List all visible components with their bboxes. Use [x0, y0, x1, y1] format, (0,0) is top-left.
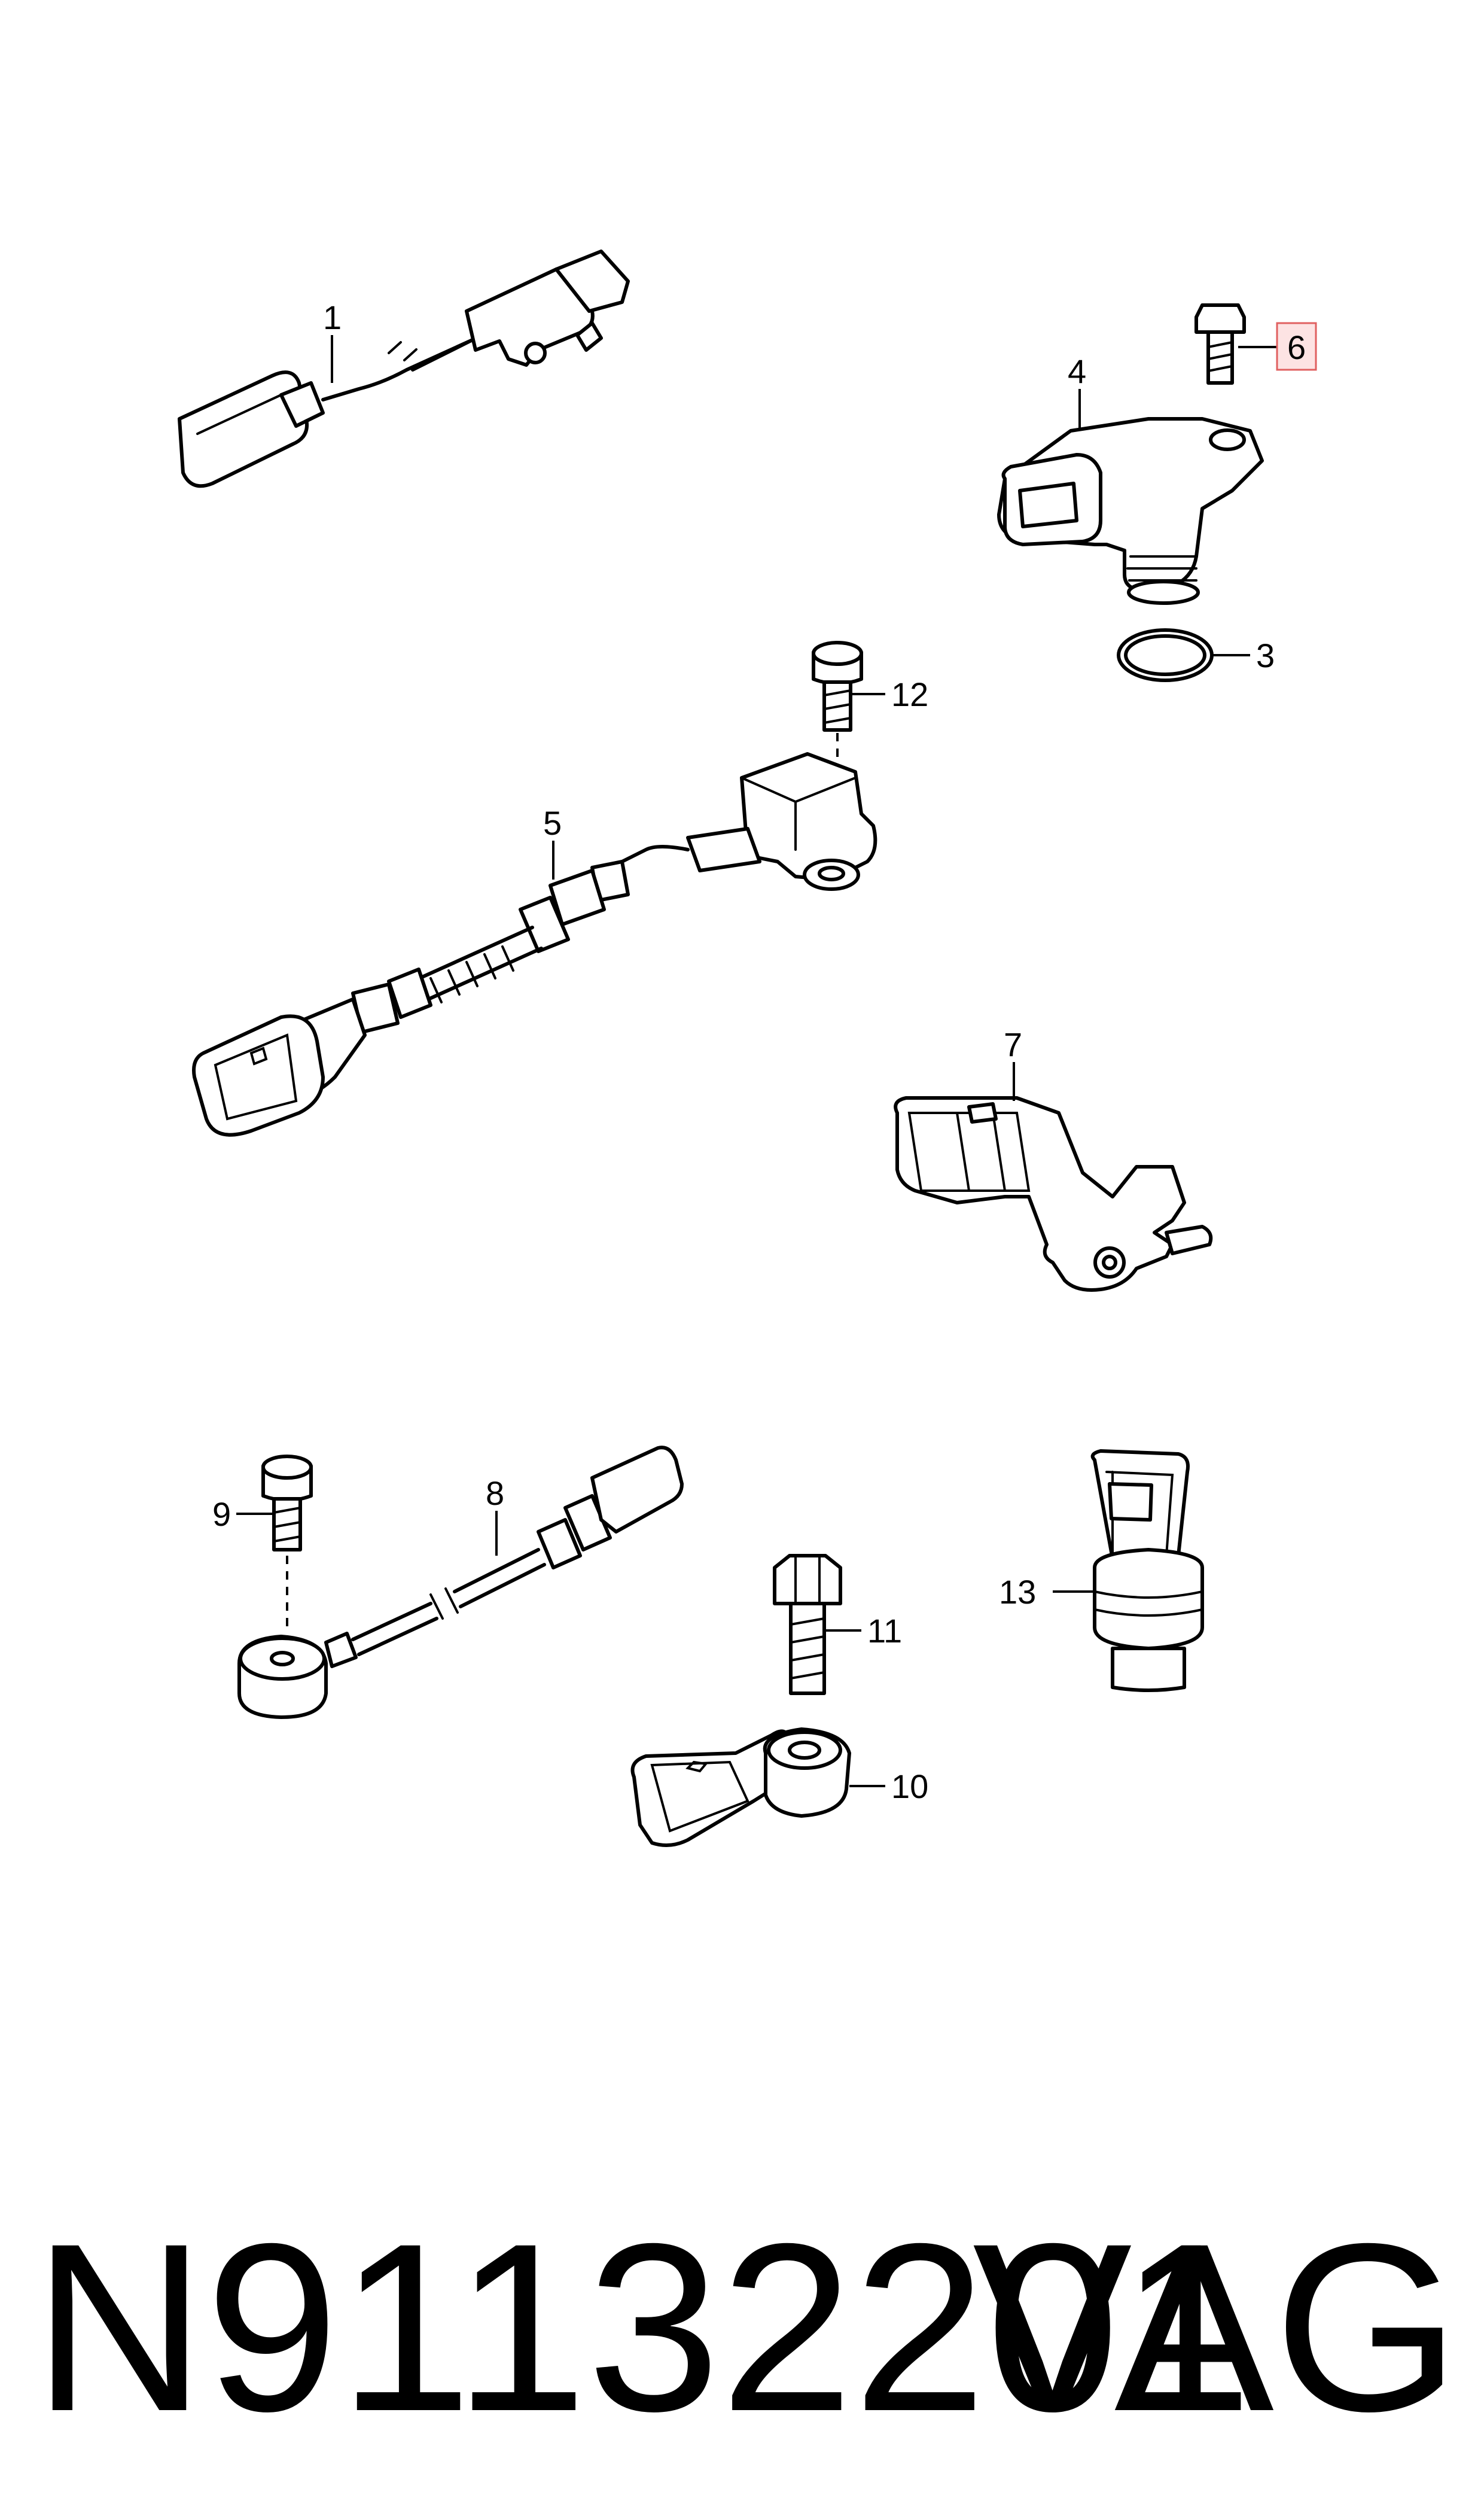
callout-label-12: 12	[891, 676, 928, 713]
part-6-bolt	[1194, 303, 1246, 385]
callout-13: 13	[999, 1573, 1095, 1611]
callout-label-5: 5	[543, 804, 562, 842]
part-12-bolt	[812, 641, 863, 850]
callout-12: 12	[851, 676, 928, 713]
callout-7: 7	[1004, 1026, 1022, 1101]
callout-label-13: 13	[999, 1573, 1036, 1611]
callout-11: 11	[824, 1612, 902, 1650]
part-5-harness-sensor	[192, 752, 877, 1137]
part-number-caption: N91132201	[33, 2194, 1253, 2461]
callout-label-9: 9	[212, 1495, 231, 1533]
part-3-o-ring	[1117, 628, 1214, 682]
callout-4: 4	[1068, 352, 1086, 428]
callout-label-6: 6	[1287, 328, 1306, 366]
part-9-bolt	[261, 1455, 313, 1627]
part-4-camshaft-sensor	[997, 417, 1264, 605]
part-7-bracket-sensor	[894, 1096, 1213, 1292]
part-10-lug-sensor	[630, 1727, 851, 1847]
callout-8: 8	[486, 1474, 504, 1556]
callout-9: 9	[212, 1495, 274, 1533]
callout-3: 3	[1213, 637, 1275, 674]
part-1-sensor-with-lead	[178, 250, 630, 488]
callout-label-10: 10	[891, 1767, 928, 1805]
callout-label-1: 1	[323, 299, 342, 336]
callout-label-3: 3	[1256, 637, 1275, 674]
callout-6-highlight-box	[1276, 322, 1317, 371]
callout-1: 1	[323, 299, 342, 383]
callout-label-8: 8	[486, 1474, 504, 1512]
callout-6-highlighted: 6	[1238, 322, 1317, 371]
callout-label-11: 11	[867, 1612, 902, 1650]
part-11-bolt	[773, 1554, 842, 1695]
callout-label-7: 7	[1004, 1026, 1022, 1063]
callout-label-4: 4	[1068, 352, 1086, 390]
brand-caption: VAG	[972, 2194, 1460, 2461]
part-8-knock-sensor	[237, 1446, 684, 1719]
part-13-pressure-sensor	[1090, 1449, 1204, 1692]
callout-10: 10	[849, 1767, 928, 1805]
callout-5: 5	[543, 804, 562, 880]
